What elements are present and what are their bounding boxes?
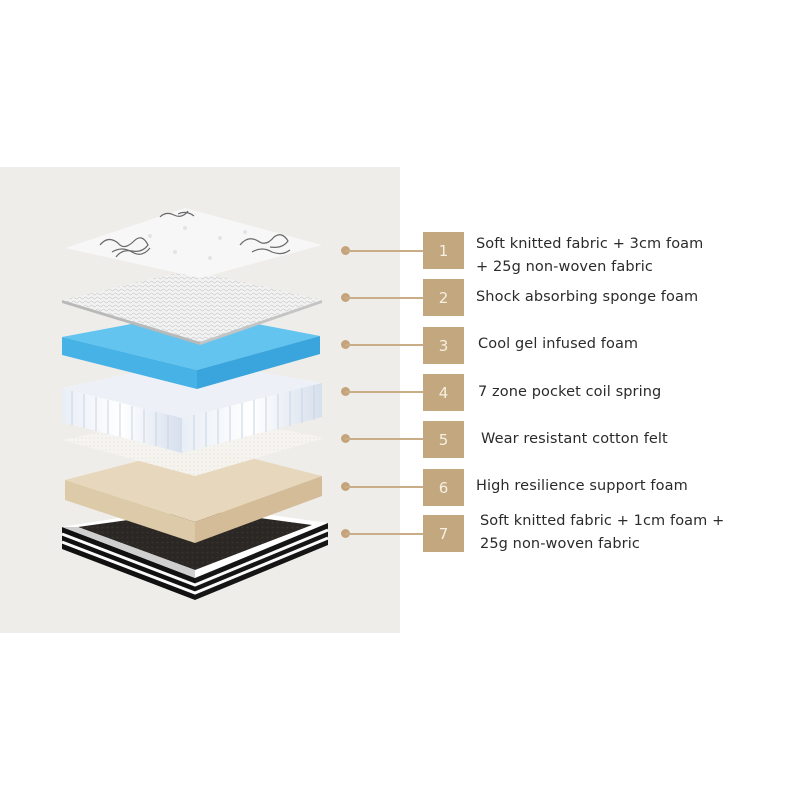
layer-number-badge: 7 [423,515,464,552]
layer-4-pocket-coils [62,360,322,453]
label-line: + 25g non-woven fabric [476,259,653,275]
connector-line [345,438,425,440]
connector-line [345,533,425,535]
layer-label: Cool gel infused foam [478,333,638,356]
layer-number-badge: 4 [423,374,464,411]
layer-number-badge: 5 [423,421,464,458]
layer-number-badge: 2 [423,279,464,316]
connector-line [345,344,425,346]
layer-label: Wear resistant cotton felt [481,428,668,451]
layer-label: Soft knitted fabric + 3cm foam + 25g non… [476,233,703,279]
label-line: Wear resistant cotton felt [481,431,668,447]
connector-line [345,391,425,393]
layer-label: Soft knitted fabric + 1cm foam + 25g non… [480,510,724,556]
layer-label: High resilience support foam [476,475,688,498]
label-line: Soft knitted fabric + 1cm foam + [480,513,725,529]
label-line: 25g non-woven fabric [480,536,640,552]
label-line: Shock absorbing sponge foam [476,289,699,305]
layer-number-badge: 3 [423,327,464,364]
layer-1-top-fabric [65,208,322,278]
layer-2-sponge-foam [62,270,322,345]
label-line: Cool gel infused foam [478,336,639,352]
label-line: High resilience support foam [476,478,688,494]
connector-line [345,250,425,252]
layer-label: 7 zone pocket coil spring [478,381,661,404]
connector-line [345,297,425,299]
layer-label: Shock absorbing sponge foam [476,286,698,309]
label-line: Soft knitted fabric + 3cm foam [476,236,704,252]
label-line: 7 zone pocket coil spring [478,384,662,400]
connector-line [345,486,425,488]
mattress-layers-illustration [61,208,329,600]
layer-number-badge: 6 [423,469,464,506]
layer-6-support-foam [65,445,322,543]
layer-number-badge: 1 [423,232,464,269]
